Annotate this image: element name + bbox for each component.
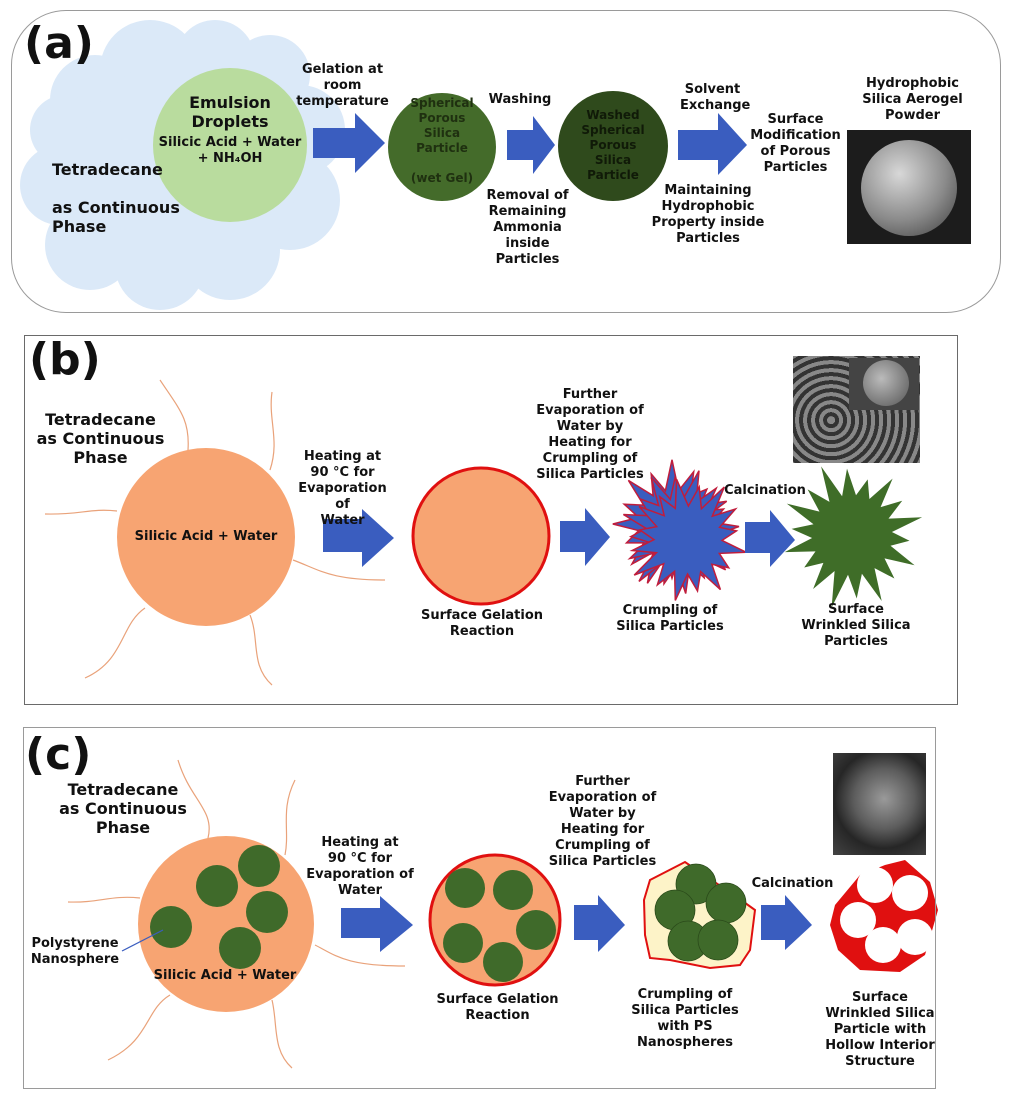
arrow-c3 [761, 895, 812, 950]
crumpling-caption-c: Crumpling of Silica Particles with PS Na… [631, 987, 739, 1050]
emulsion-title: Emulsion Droplets [189, 93, 271, 131]
emulsion-contents: Silicic Acid + Water + NH₄OH [158, 135, 302, 166]
continuous-phase-label-c: Tetradecane as Continuous Phase [59, 780, 187, 837]
hollow-caption-c: Surface Wrinkled Silica Particle with Ho… [825, 990, 935, 1069]
ps-nanospheres-crumpled-c [654, 863, 747, 962]
wrinkled-particle-shape [784, 466, 923, 608]
arrow-a2 [507, 116, 555, 174]
surface-gelation-caption-b: Surface Gelation Reaction [420, 608, 544, 639]
wet-gel-particle [388, 93, 496, 201]
crumpling-caption-b: Crumpling of Silica Particles [616, 603, 724, 634]
sem-image-aerogel [847, 130, 971, 244]
panel-a-label: (a) [24, 18, 94, 69]
droplet-b [117, 448, 295, 626]
step-gelation-label: Gelation at room temperature [296, 62, 389, 109]
step-calcination-label-c: Calcination [751, 876, 834, 891]
crumpled-particle-b [612, 459, 747, 601]
arrow-b1 [323, 509, 394, 567]
step-solvent-exchange-label: Solvent Exchange [680, 82, 751, 113]
wet-gel-text: Spherical Porous Silica Particle (wet Ge… [410, 96, 474, 185]
crumpled-layer [629, 478, 747, 601]
surface-gelation-caption-c: Surface Gelation Reaction [436, 992, 559, 1023]
panel-a [11, 10, 1001, 313]
tail-lines-b [44, 379, 386, 686]
arrow-b3 [745, 510, 795, 567]
hollow-voids-c [840, 867, 933, 963]
wrinkled-particle-b [784, 466, 923, 608]
panel-b-label: (b) [29, 334, 101, 385]
washed-particle-text: Washed Spherical Porous Silica Particle [581, 108, 645, 182]
sem-image-hollow [833, 753, 926, 855]
step-heating-label-b: Heating at 90 °C for Evaporation of Wate… [298, 449, 387, 528]
continuous-phase-label-b: Tetradecane as Continuous Phase [36, 410, 165, 467]
droplet-contents-c: Silicic Acid + Water [153, 968, 297, 983]
ps-nanospheres-c [150, 845, 288, 969]
panel-c [23, 727, 936, 1089]
continuous-phase-label-a: Tetradecane as Continuous Phase [52, 160, 180, 236]
step-heating-label-c: Heating at 90 °C for Evaporation of Wate… [306, 835, 414, 898]
nanosphere-pointer [121, 929, 164, 952]
arrow-c2 [574, 895, 625, 952]
step-washing-detail: Removal of Remaining Ammonia inside Part… [486, 188, 569, 267]
droplet-contents-b: Silicic Acid + Water [134, 529, 278, 544]
step-washing-label: Washing [488, 92, 552, 107]
washed-particle [558, 91, 668, 201]
arrow-a3 [678, 113, 747, 175]
surface-modification-label: Surface Modification of Porous Particles [750, 112, 841, 175]
arrow-a1 [313, 113, 385, 173]
wrinkled-caption-b: Surface Wrinkled Silica Particles [801, 602, 911, 649]
step-crumpling-label-b: Further Evaporation of Water by Heating … [536, 387, 644, 482]
arrow-b2 [560, 508, 610, 566]
product-title: Hydrophobic Silica Aerogel Powder [862, 76, 963, 123]
step-calcination-label-b: Calcination [724, 483, 806, 498]
panel-c-label: (c) [25, 729, 92, 780]
nanosphere-label: Polystyrene Nanosphere [30, 936, 120, 967]
gelled-droplet-b [411, 466, 551, 606]
panel-b [24, 335, 958, 705]
ps-nanospheres-gelled-c [443, 868, 556, 982]
emulsion-droplet [153, 68, 307, 222]
sem-image-wrinkled [793, 356, 920, 463]
step-crumpling-label-c: Further Evaporation of Water by Heating … [548, 774, 657, 869]
step-solvent-exchange-detail: Maintaining Hydrophobic Property inside … [651, 183, 765, 246]
arrow-c1 [341, 896, 413, 952]
tail-lines-c [67, 759, 406, 1069]
